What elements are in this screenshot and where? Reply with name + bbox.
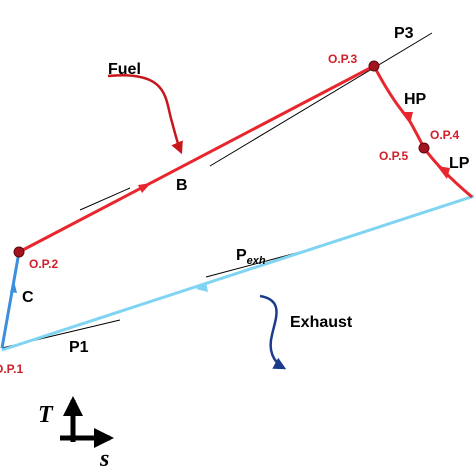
exhaust-process-line bbox=[1, 194, 474, 352]
pressure-label-p3: P3 bbox=[394, 25, 414, 42]
state-point-op3 bbox=[368, 60, 380, 72]
combustion-direction-arrow bbox=[138, 183, 151, 193]
pressure-label-pexh: Pexh bbox=[236, 247, 266, 267]
state-label-op1: O.P.1 bbox=[0, 362, 23, 376]
lp-direction-arrow bbox=[437, 166, 450, 179]
pressure-label-p1: P1 bbox=[69, 339, 89, 356]
state-point-op2 bbox=[13, 246, 25, 258]
isobar-pexh-line bbox=[205, 251, 301, 278]
hp-turbine-label: HP bbox=[404, 91, 427, 108]
state-label-op5: O.P.5 bbox=[379, 149, 408, 163]
fuel-label: Fuel bbox=[108, 61, 141, 78]
compressor-label-c: C bbox=[22, 289, 34, 306]
state-label-op2: O.P.2 bbox=[29, 257, 58, 271]
exhaust-output-arrow bbox=[259, 294, 287, 370]
compression-direction-arrow bbox=[10, 281, 17, 293]
state-label-op4: O.P.4 bbox=[430, 128, 459, 142]
isobar-p3-line bbox=[209, 32, 433, 167]
state-point-op4 bbox=[418, 142, 430, 154]
axis-label-entropy: s bbox=[99, 446, 109, 472]
lp-turbine-label: LP bbox=[449, 155, 470, 172]
exhaust-label: Exhaust bbox=[290, 314, 353, 331]
pressure-label-pexh-subscript: exh bbox=[247, 255, 266, 267]
axis-label-temperature: T bbox=[38, 402, 54, 428]
compression-process-line bbox=[0, 251, 21, 349]
fuel-input-arrow bbox=[107, 73, 183, 155]
state-label-op3: O.P.3 bbox=[328, 52, 357, 66]
isobar-b-line bbox=[79, 187, 131, 211]
combustion-process-line bbox=[18, 64, 375, 254]
hp-direction-arrow bbox=[401, 112, 413, 124]
exhaust-direction-arrow bbox=[196, 282, 208, 292]
combustion-label-b: B bbox=[176, 177, 188, 194]
